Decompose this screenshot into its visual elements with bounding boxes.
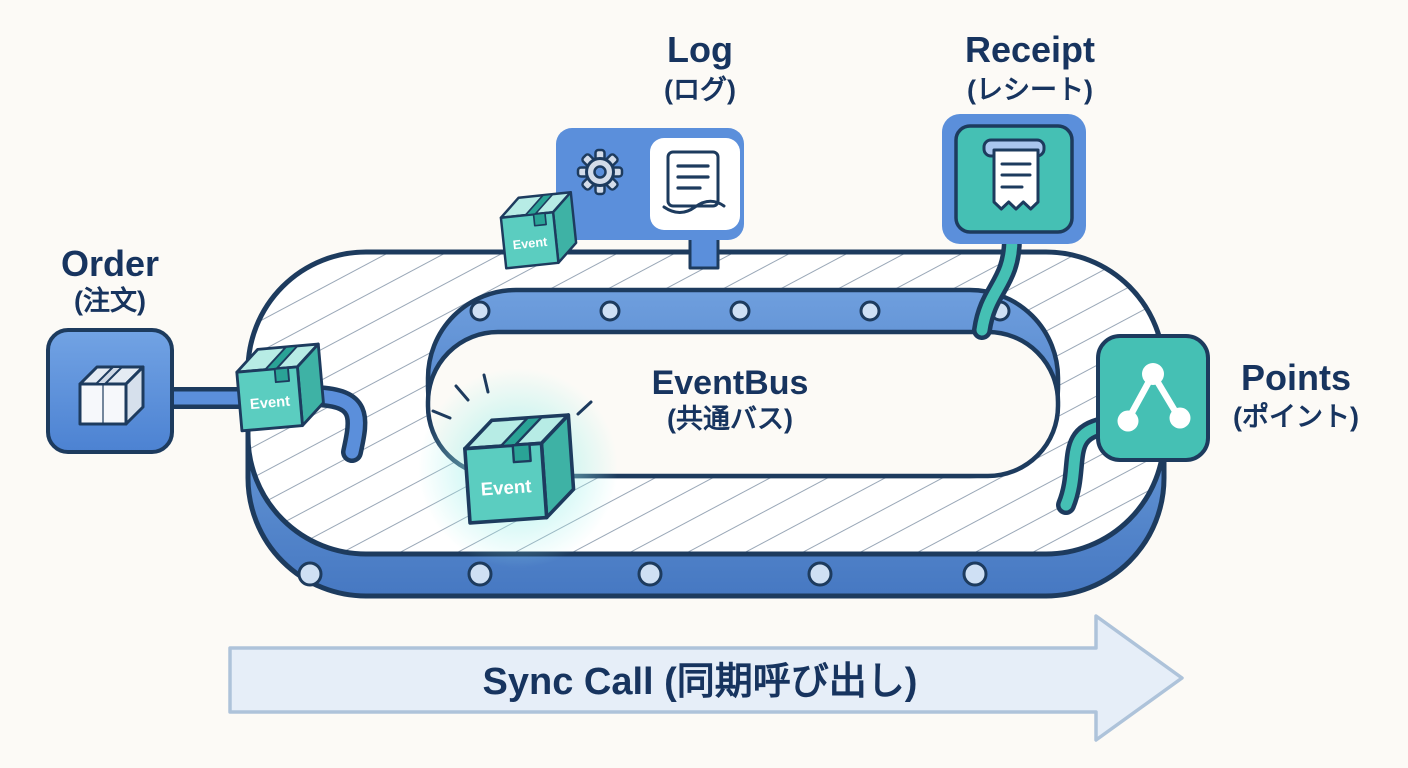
gear-icon — [576, 148, 624, 196]
log-document-icon — [662, 150, 726, 214]
points-node — [1056, 334, 1210, 515]
points-pipe — [1060, 420, 1110, 511]
event-box-center: Event — [463, 413, 576, 525]
points-label: Points — [1241, 357, 1351, 398]
log-label-group: Log (ログ) — [664, 29, 736, 105]
package-icon — [78, 365, 145, 426]
sync-call-label: Sync Call (同期呼び出し) — [483, 661, 918, 703]
sync-call-arrow-shape — [228, 614, 1184, 742]
event-box-glow-group: Event — [418, 368, 618, 568]
eventbus-label-ja: (共通バス) — [667, 404, 793, 434]
points-label-ja: (ポイント) — [1233, 402, 1359, 432]
points-label-group: Points (ポイント) — [1233, 357, 1359, 432]
log-label: Log — [667, 29, 733, 70]
order-label-ja: (注文) — [74, 285, 146, 316]
network-nodes-icon — [1117, 363, 1191, 432]
receipt-label-group: Receipt (レシート) — [965, 29, 1095, 105]
event-box-center-label: Event — [480, 475, 532, 499]
receipt-label: Receipt — [965, 29, 1095, 70]
points-node-box — [1096, 334, 1210, 462]
event-box-order: Event — [235, 342, 325, 433]
belt-rollers-bottom — [297, 561, 988, 587]
order-label: Order — [61, 243, 159, 284]
sync-call-arrow: Sync Call (同期呼び出し) — [228, 614, 1184, 742]
event-box-order-label: Event — [249, 394, 290, 413]
receipt-pipe — [976, 232, 1018, 336]
receipt-icon — [982, 138, 1046, 211]
receipt-label-ja: (レシート) — [967, 75, 1093, 105]
eventbus-caption: EventBus (共通バス) — [652, 364, 809, 434]
event-box-top-label: Event — [512, 234, 549, 253]
log-node — [556, 128, 744, 270]
order-label-group: Order (注文) — [61, 243, 159, 316]
eventbus-label: EventBus — [652, 364, 809, 402]
order-node — [46, 328, 174, 454]
log-label-ja: (ログ) — [664, 74, 736, 105]
spark-lines — [431, 373, 593, 420]
receipt-node — [942, 114, 1086, 340]
event-box-top: Event — [499, 191, 578, 270]
